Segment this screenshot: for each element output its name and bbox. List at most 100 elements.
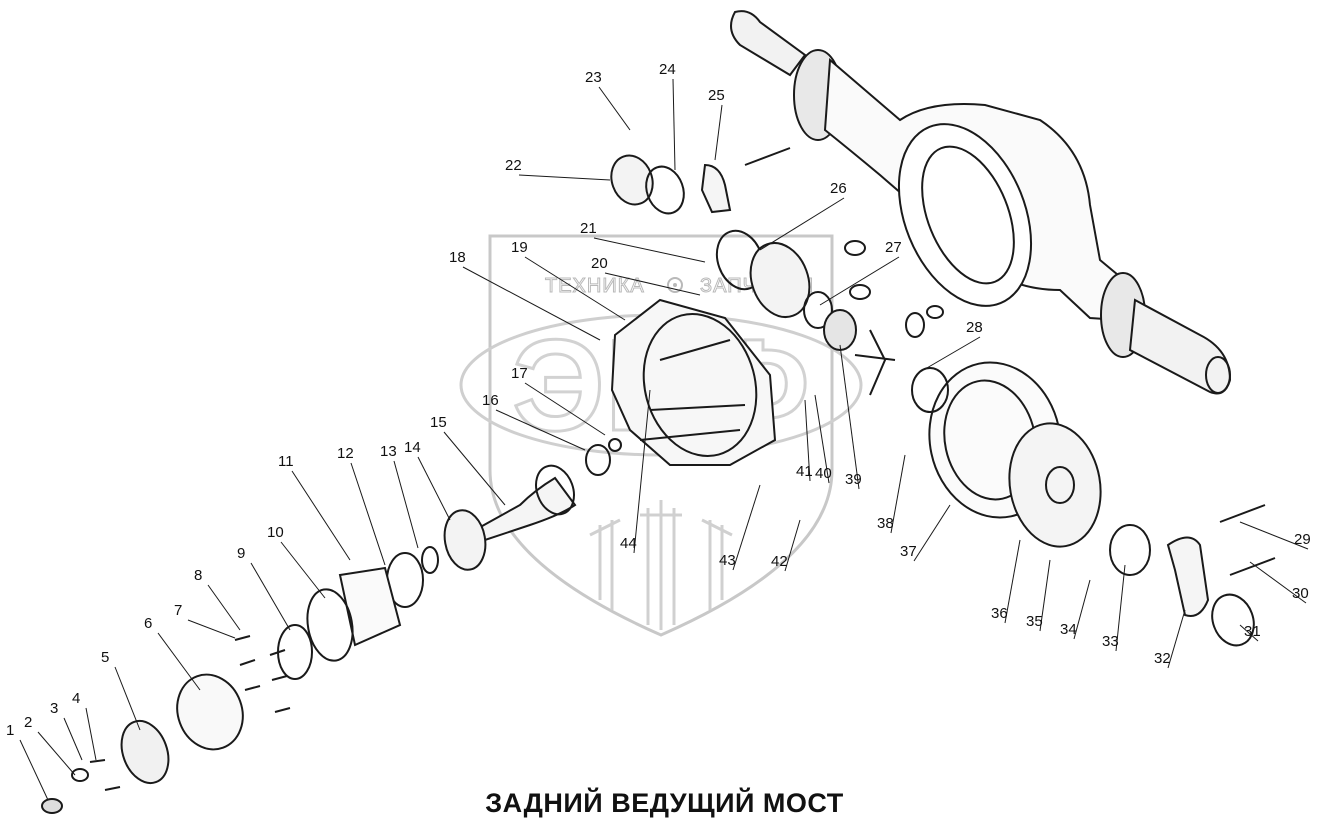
callout-number-4: 4	[72, 690, 80, 707]
callout-leader-7	[187, 619, 236, 639]
callout-leader-35	[1039, 559, 1051, 632]
callout-8: 8	[194, 567, 241, 631]
callout-leader-36	[1004, 539, 1021, 624]
callout-leader-34	[1073, 579, 1091, 640]
callout-leader-16	[495, 409, 586, 451]
callout-leader-8	[207, 584, 241, 631]
callout-number-33: 33	[1102, 633, 1119, 650]
callout-35: 35	[1026, 559, 1051, 632]
callout-leader-6	[157, 632, 201, 691]
callout-36: 36	[991, 539, 1021, 624]
callout-leader-21	[593, 237, 706, 263]
callout-41: 41	[796, 399, 813, 482]
callout-number-30: 30	[1292, 585, 1309, 602]
callout-leader-43	[732, 484, 761, 571]
callout-number-29: 29	[1294, 531, 1311, 548]
watermark-gear-icon	[667, 277, 683, 293]
callout-leader-25	[714, 104, 723, 161]
callout-34: 34	[1060, 579, 1091, 640]
callout-43: 43	[719, 484, 761, 571]
callout-33: 33	[1102, 564, 1126, 652]
callout-number-36: 36	[991, 605, 1008, 622]
callout-number-20: 20	[591, 255, 608, 272]
callout-leader-44	[633, 389, 651, 554]
callout-22: 22	[505, 157, 611, 181]
callout-leader-15	[443, 431, 506, 506]
callout-20: 20	[591, 255, 701, 296]
callout-30: 30	[1249, 561, 1309, 604]
callout-leader-13	[393, 460, 419, 549]
callout-leader-2	[37, 731, 76, 776]
callout-number-40: 40	[815, 465, 832, 482]
callout-leader-27	[819, 256, 900, 306]
callout-number-37: 37	[900, 543, 917, 560]
callout-18: 18	[449, 249, 601, 341]
callout-number-3: 3	[50, 700, 58, 717]
callout-2: 2	[24, 714, 76, 776]
callout-leader-23	[598, 86, 631, 131]
callout-leader-41	[804, 399, 811, 482]
callout-number-25: 25	[708, 87, 725, 104]
callout-leader-17	[524, 382, 606, 436]
callout-9: 9	[237, 545, 291, 631]
callout-number-28: 28	[966, 319, 983, 336]
callout-number-7: 7	[174, 602, 182, 619]
callout-39: 39	[839, 344, 862, 490]
callout-number-2: 2	[24, 714, 32, 731]
callout-leader-14	[417, 456, 451, 521]
callout-number-1: 1	[6, 722, 14, 739]
callout-number-43: 43	[719, 552, 736, 569]
callout-number-12: 12	[337, 445, 354, 462]
callout-leader-39	[839, 344, 860, 490]
callout-23: 23	[585, 69, 631, 131]
callout-number-41: 41	[796, 463, 813, 480]
callout-10: 10	[267, 524, 326, 599]
callout-44: 44	[620, 389, 651, 554]
callout-number-16: 16	[482, 392, 499, 409]
callout-32: 32	[1154, 609, 1186, 669]
upper-bearing-parts	[610, 147, 944, 351]
callout-number-11: 11	[278, 453, 294, 470]
callout-25: 25	[708, 87, 725, 161]
callout-leader-4	[85, 707, 97, 761]
callout-21: 21	[580, 220, 706, 263]
callout-leader-37	[913, 504, 951, 562]
callout-5: 5	[101, 649, 141, 731]
callout-leader-3	[63, 717, 83, 761]
callout-29: 29	[1239, 521, 1311, 550]
callout-7: 7	[174, 602, 236, 639]
diagram-caption: ЗАДНИЙ ВЕДУЩИЙ МОСТ	[485, 788, 844, 818]
callout-number-22: 22	[505, 157, 522, 174]
callout-12: 12	[337, 445, 386, 566]
callout-number-39: 39	[845, 471, 862, 488]
callout-19: 19	[511, 239, 626, 321]
callout-leader-18	[462, 266, 601, 341]
callout-leader-26	[759, 197, 845, 251]
callout-leader-5	[114, 666, 141, 731]
callout-leader-28	[919, 336, 981, 373]
callout-leader-42	[784, 519, 801, 572]
crown-wheel-assembly	[854, 329, 1151, 576]
callout-number-35: 35	[1026, 613, 1043, 630]
differential-carrier	[610, 298, 777, 466]
callout-27: 27	[819, 239, 902, 306]
watermark-word-left: ТЕХНИКА	[545, 275, 645, 297]
callout-28: 28	[919, 319, 983, 373]
callout-number-23: 23	[585, 69, 602, 86]
callout-17: 17	[511, 365, 606, 436]
callout-leader-12	[350, 462, 386, 566]
callout-11: 11	[278, 453, 351, 561]
callout-number-14: 14	[404, 439, 421, 456]
callout-leader-10	[280, 541, 326, 599]
axle-housing	[730, 10, 1232, 395]
callout-number-13: 13	[380, 443, 397, 460]
callout-15: 15	[430, 414, 506, 506]
callout-leader-11	[291, 470, 351, 561]
callout-number-8: 8	[194, 567, 202, 584]
callout-number-26: 26	[830, 180, 847, 197]
callout-leader-33	[1115, 564, 1126, 652]
callout-40: 40	[814, 394, 832, 484]
pinion-assembly	[41, 438, 622, 814]
